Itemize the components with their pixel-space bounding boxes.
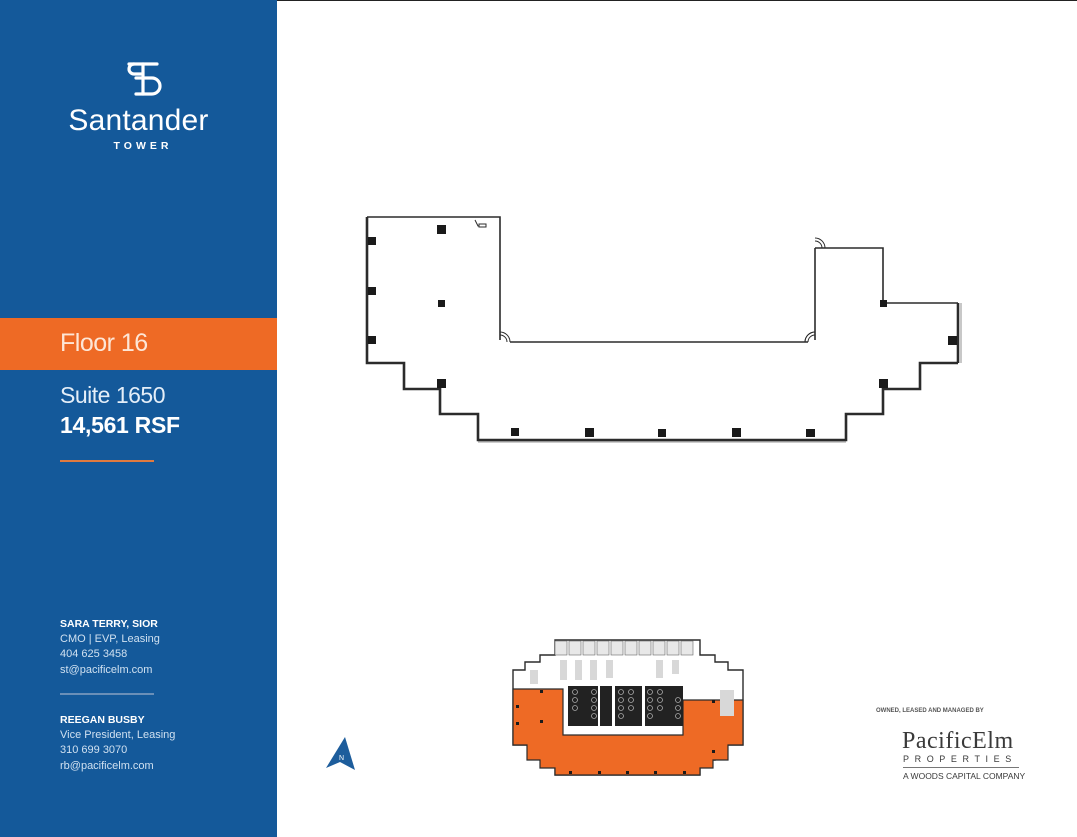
- contact-name: REEGAN BUSBY: [60, 714, 145, 726]
- structural-columns: [368, 225, 957, 437]
- door-icon: [474, 219, 826, 343]
- north-arrow-icon: [326, 737, 355, 770]
- suite-floor-plan: [365, 216, 962, 443]
- floor-label: Floor 16: [60, 329, 148, 357]
- contact-email[interactable]: st@pacificelm.com: [60, 663, 153, 676]
- owner-name-part1: Pacific: [902, 728, 973, 754]
- key-plan: [512, 639, 744, 776]
- contact-title: Vice President, Leasing: [60, 729, 176, 742]
- owner-caption: OWNED, LEASED AND MANAGED BY: [876, 708, 984, 714]
- top-border: [0, 0, 1077, 1]
- owner-tagline: A WOODS CAPITAL COMPANY: [903, 771, 1026, 781]
- brand-name: Santander: [68, 104, 209, 137]
- floor-band: [0, 318, 277, 370]
- owner-properties: PROPERTIES: [903, 754, 1017, 764]
- divider: [60, 460, 154, 462]
- contact-card: REEGAN BUSBY Vice President, Leasing 310…: [60, 713, 175, 774]
- owner-name-part2: Elm: [972, 728, 1014, 754]
- divider: [60, 693, 154, 695]
- brand-subtitle: TOWER: [113, 140, 173, 152]
- contact-name: SARA TERRY, SIOR: [60, 618, 158, 630]
- suite-number: Suite 1650: [60, 382, 165, 408]
- divider: [903, 767, 1019, 768]
- contact-phone[interactable]: 404 625 3458: [60, 648, 128, 661]
- contact-email[interactable]: rb@pacificelm.com: [60, 759, 154, 772]
- contact-phone[interactable]: 310 699 3070: [60, 744, 128, 757]
- suite-area: 14,561 RSF: [60, 412, 180, 438]
- contact-title: CMO | EVP, Leasing: [60, 633, 160, 646]
- santander-tower-monogram-icon: [127, 62, 162, 96]
- sidebar: Santander TOWER Floor 16 Suite 1650 14,5…: [0, 0, 277, 837]
- contact-card: SARA TERRY, SIOR CMO | EVP, Leasing 404 …: [60, 617, 160, 678]
- compass-label: N: [339, 755, 344, 762]
- owner-logo: PacificElm: [902, 728, 1014, 754]
